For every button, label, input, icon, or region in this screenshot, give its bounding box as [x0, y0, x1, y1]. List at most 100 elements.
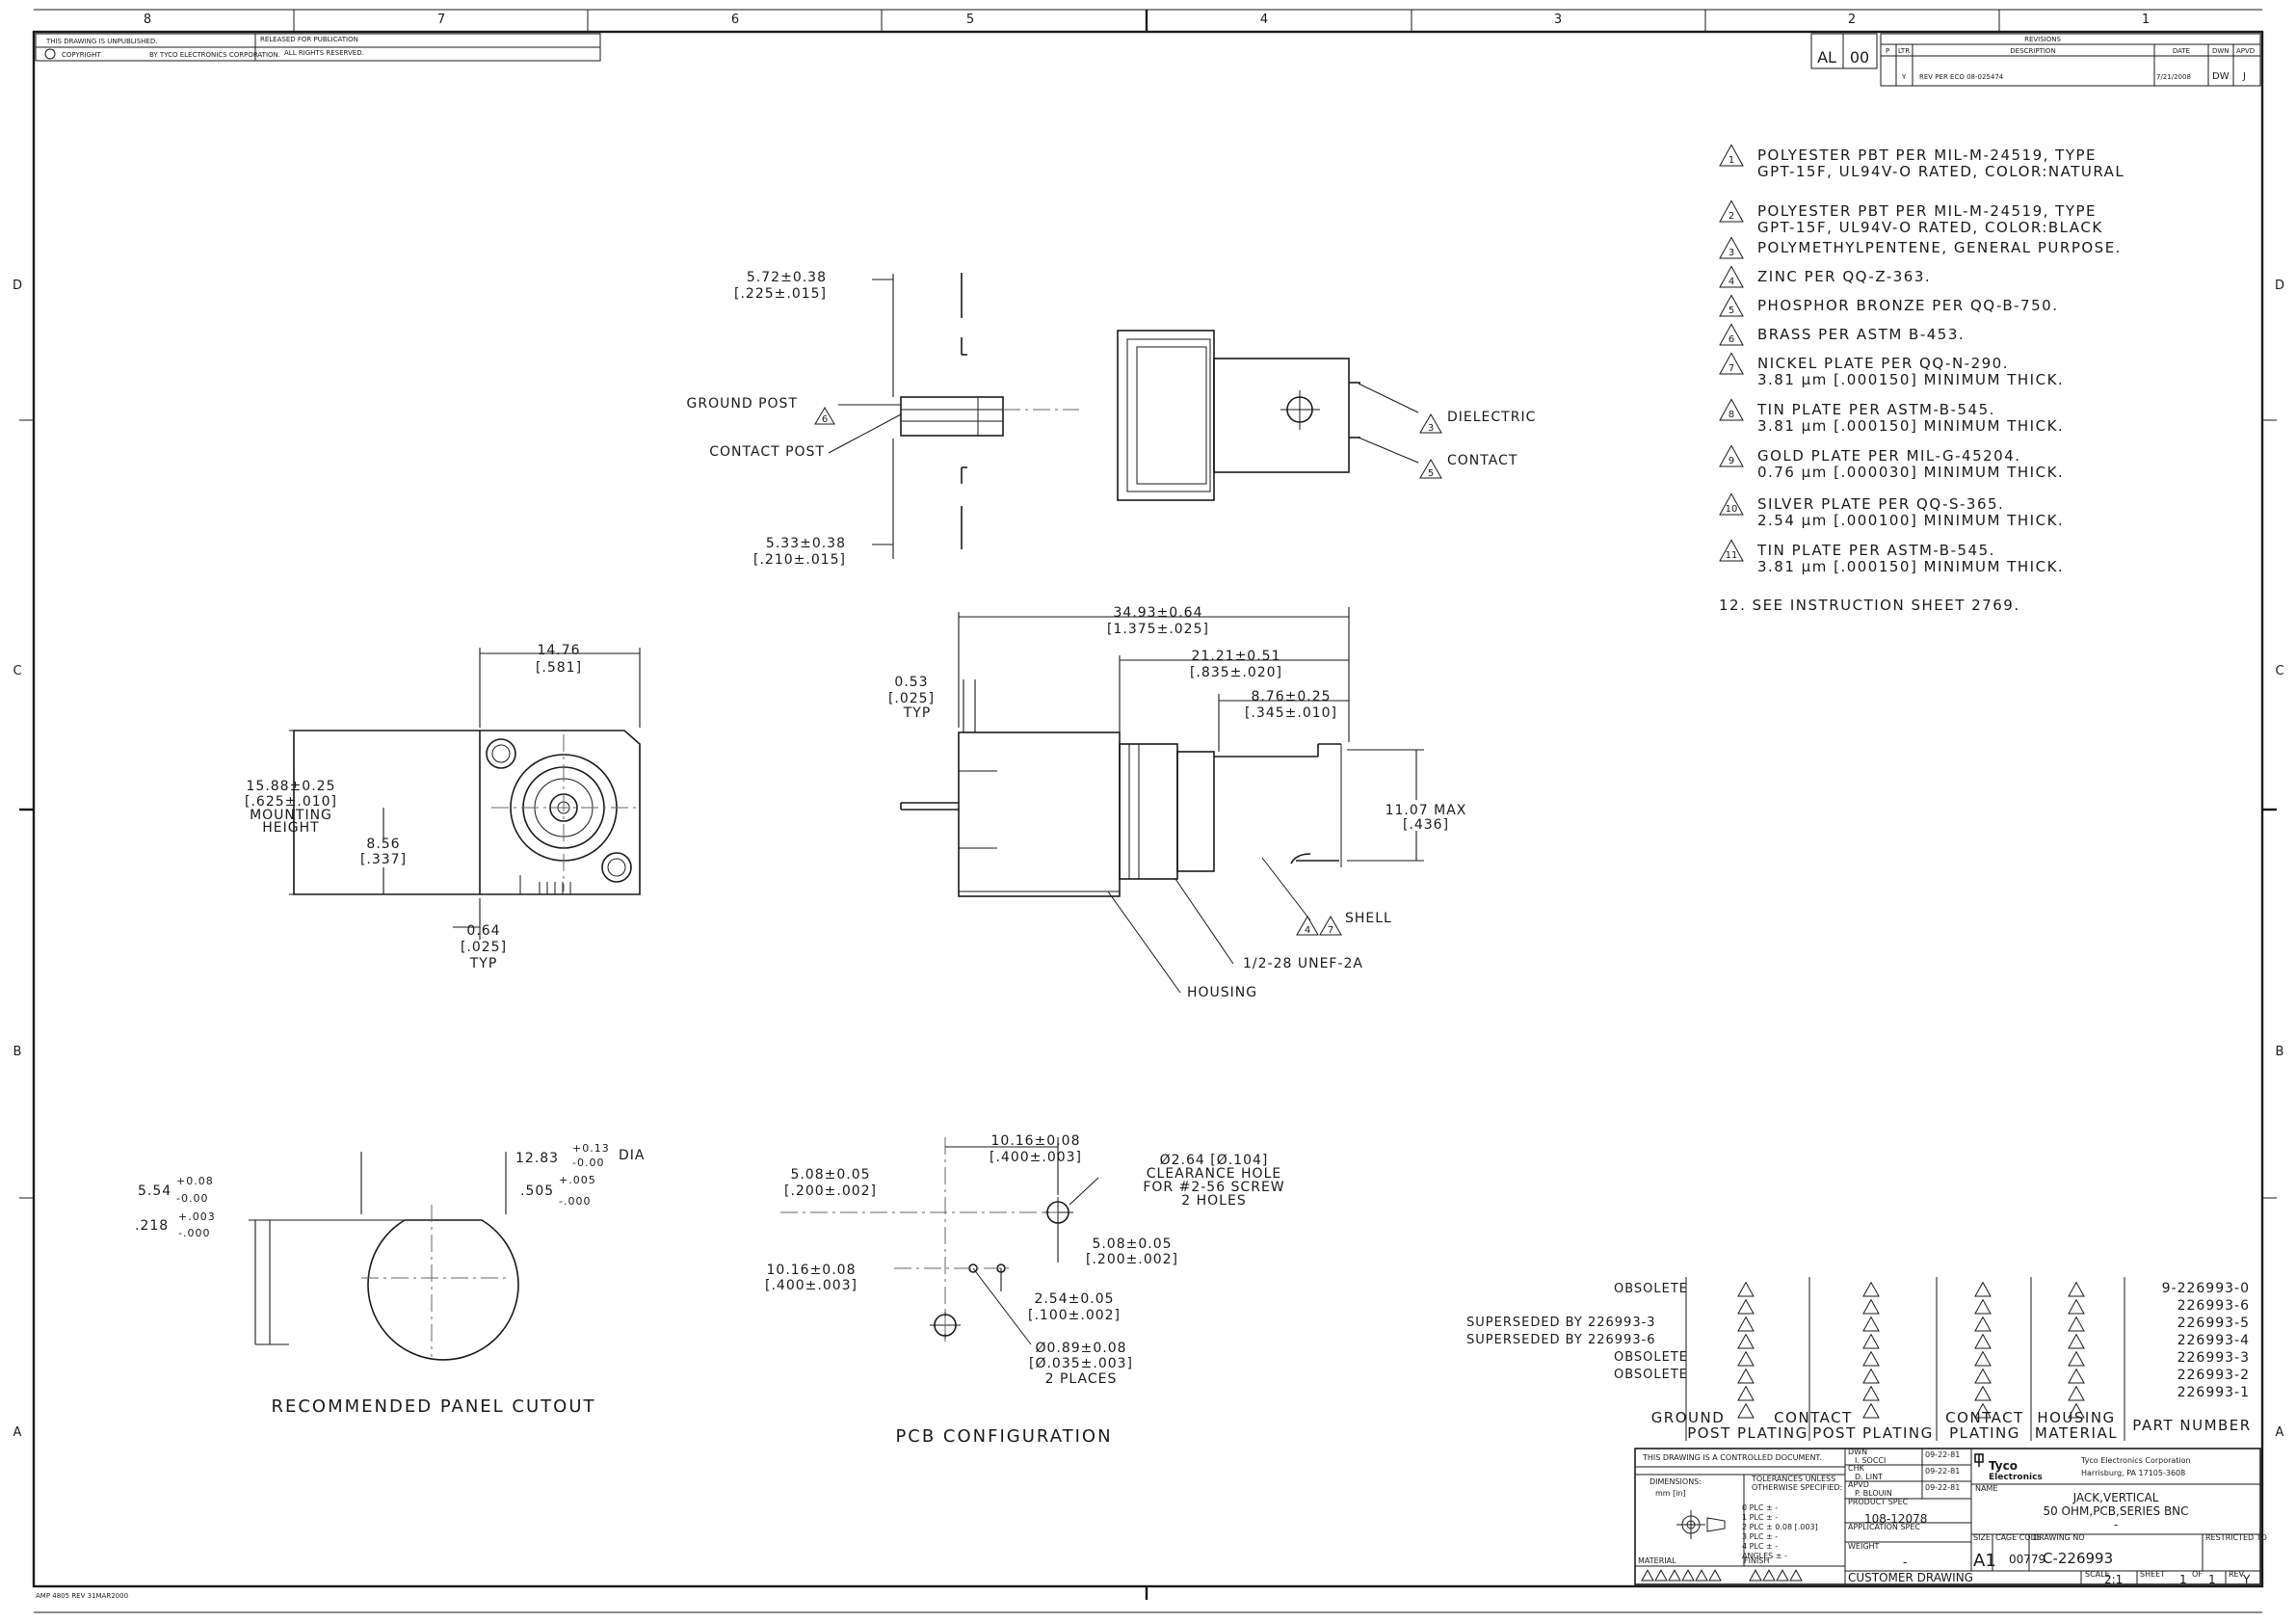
tb-finish-symbol-0: [1641, 1569, 1654, 1582]
ground-post-sym: 6: [822, 414, 828, 425]
part-number-row-5: 226993-2: [2177, 1368, 2250, 1383]
note-4-triangle: [1719, 265, 1744, 288]
table-col-ground-2: POST PLATING: [1687, 1424, 1808, 1442]
panel-flat-inch-nominal: .218: [135, 1218, 169, 1234]
zone-label-4: 4: [1260, 13, 1268, 27]
table-symbol-r2-c3: [2068, 1316, 2085, 1332]
table-symbol-r6-c1: [1862, 1385, 1880, 1401]
shell-sym-a: 4: [1305, 925, 1310, 936]
tb-weight-value: -: [1903, 1556, 1907, 1569]
table-symbol-r2-c2: [1974, 1316, 1992, 1332]
footer-form-number: AMP 4805 REV 31MAR2000: [36, 1592, 128, 1600]
rev-header-p: P: [1886, 47, 1889, 55]
tb-chk-name: D. LINT: [1855, 1473, 1883, 1481]
zone-label-d-right: D: [2275, 279, 2284, 293]
end-center-metric: 8.56: [366, 837, 400, 852]
side-short-metric: 8.76±0.25: [1251, 689, 1331, 705]
tb-dwn-date: 09-22-81: [1925, 1450, 1960, 1459]
tb-scale-value: 2:1: [2104, 1573, 2123, 1586]
contact-triangle: 5: [1419, 459, 1442, 479]
table-symbol-r4-c0: [1737, 1350, 1755, 1367]
table-symbol-r7-c3: [2068, 1402, 2085, 1419]
table-symbol-r5-c0: [1737, 1368, 1755, 1384]
zone-label-2: 2: [1848, 13, 1856, 27]
top-dim-1-metric: 5.72±0.38: [747, 270, 827, 285]
zone-label-d-left: D: [13, 279, 22, 293]
table-obsolete-1: OBSOLETE: [1614, 1282, 1688, 1296]
table-symbol-r6-c2: [1974, 1385, 1992, 1401]
tb-mm: mm [in]: [1655, 1489, 1686, 1498]
table-symbol-r7-c1: [1862, 1402, 1880, 1419]
revisions-block: [1810, 33, 2261, 87]
title-block-geometry: [1634, 1448, 2261, 1585]
tb-restricted-label: RESTRICTED TO: [2205, 1533, 2267, 1542]
note-4-symbol: 4: [1729, 277, 1734, 287]
tb-apvd-date: 09-22-81: [1925, 1483, 1960, 1492]
note-10-line-2: 2.54 μm [.000100] MINIMUM THICK.: [1757, 512, 2064, 529]
note-9-triangle: [1719, 444, 1744, 467]
table-symbol-r0-c0: [1737, 1281, 1755, 1297]
note-9-line-1: GOLD PLATE PER MIL-G-45204.: [1757, 447, 2021, 465]
pcb-offset-inch: [.200±.002]: [784, 1183, 877, 1199]
side-max-metric: 11.07 MAX: [1386, 803, 1467, 818]
legal-copyright: COPYRIGHT: [62, 51, 101, 59]
panel-flat-nominal: 5.54: [138, 1183, 172, 1199]
contact-post-label: CONTACT POST: [709, 444, 825, 460]
tb-chk-label: CHK: [1848, 1464, 1865, 1473]
tb-finish-symbol-4: [1695, 1569, 1708, 1582]
tb-tolerances: TOLERANCES UNLESS: [1751, 1475, 1835, 1483]
tb-weight-label: WEIGHT: [1848, 1542, 1880, 1551]
zone-label-8: 8: [144, 13, 151, 27]
table-symbol-r4-c1: [1862, 1350, 1880, 1367]
note-2-line-2: GPT-15F, UL94V-O RATED, COLOR:BLACK: [1757, 219, 2103, 236]
note-5-line-1: PHOSPHOR BRONZE PER QQ-B-750.: [1757, 297, 2058, 314]
table-symbol-r5-c1: [1862, 1368, 1880, 1384]
zone-label-7: 7: [437, 13, 445, 27]
table-col-contact-2: PLATING: [1949, 1424, 2020, 1442]
zone-label-b-right: B: [2276, 1045, 2284, 1059]
tb-size-value: A1: [1973, 1551, 1996, 1571]
part-number-row-0: 9-226993-0: [2162, 1281, 2250, 1296]
pcb-pin-offset-metric: 5.08±0.05: [1092, 1236, 1172, 1252]
table-col-part-number: PART NUMBER: [2132, 1417, 2251, 1434]
note-2-line-1: POLYESTER PBT PER MIL-M-24519, TYPE: [1757, 202, 2097, 220]
tb-rev-label: REV: [2229, 1570, 2245, 1579]
tb-sheet-label: SHEET: [2140, 1570, 2165, 1579]
zone-label-c-right: C: [2275, 664, 2283, 678]
panel-dia-nominal: 12.83: [515, 1151, 559, 1166]
note-7-symbol: 7: [1729, 363, 1734, 374]
tb-tol-2: 2 PLC ± 0.08 [.003]: [1742, 1523, 1818, 1531]
rev-dist: 00: [1850, 48, 1869, 66]
panel-flat-minus: -0.00: [176, 1192, 208, 1205]
table-symbol-r0-c2: [1974, 1281, 1992, 1297]
pcb-config-title: PCB CONFIGURATION: [895, 1426, 1112, 1447]
tb-logo-electronics: Electronics: [1989, 1473, 2043, 1482]
end-thickness-typ: TYP: [469, 956, 498, 971]
part-number-row-6: 226993-1: [2177, 1385, 2250, 1400]
panel-dia-inch-minus: -.000: [559, 1195, 591, 1208]
pcb-hole-spacing-metric: 10.16±0.08: [991, 1133, 1081, 1149]
dielectric-label: DIELECTRIC: [1447, 410, 1536, 425]
tb-drawing-number: C-226993: [2043, 1550, 2113, 1567]
pcb-hole-count: 2 HOLES: [1181, 1193, 1246, 1209]
pcb-pin-offset-inch: [.200±.002]: [1086, 1252, 1178, 1267]
pcb-pin-dia: Ø0.89±0.08: [1035, 1341, 1126, 1356]
zone-label-b-left: B: [13, 1045, 22, 1059]
rev-header-dwn: DWN: [2212, 47, 2230, 55]
end-width-inch: [.581]: [536, 660, 582, 676]
end-height-inch: [.625±.010]: [245, 794, 337, 810]
rev-loc: AL: [1817, 48, 1836, 66]
end-thickness-metric: 0.64: [466, 923, 500, 939]
table-symbol-r3-c2: [1974, 1333, 1992, 1349]
rev-row-dwn: DW: [2212, 71, 2230, 82]
table-symbol-r1-c2: [1974, 1298, 1992, 1315]
table-symbol-r7-c2: [1974, 1402, 1992, 1419]
table-symbol-r2-c1: [1862, 1316, 1880, 1332]
table-symbol-r1-c0: [1737, 1298, 1755, 1315]
contact-label: CONTACT: [1447, 453, 1517, 468]
tb-logo-tyco: Tyco: [1989, 1459, 2018, 1473]
tb-of-label: OF: [2192, 1570, 2203, 1579]
thread-label: 1/2-28 UNEF-2A: [1243, 956, 1363, 971]
tb-rev-value: Y: [2242, 1573, 2251, 1586]
